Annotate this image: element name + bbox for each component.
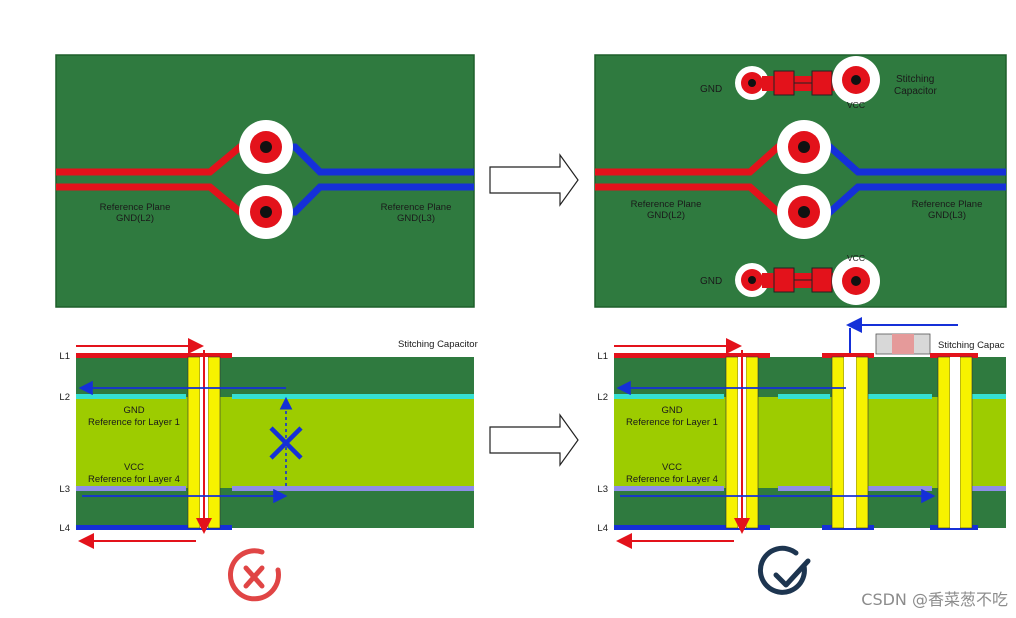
gnd-plane-sub: Reference for Layer 1 [88, 417, 180, 428]
layer-label-l4: L4 [59, 523, 70, 534]
vcc-plane-title: VCC [124, 462, 144, 473]
via-upper [239, 120, 293, 174]
layer-label-l3: L3 [597, 484, 608, 495]
ref-right-line1: Reference Plane [381, 202, 452, 213]
ref-right-line2: GND(L3) [928, 210, 966, 221]
top-right-board: GND VCC Stitching Capacitor Reference Pl… [594, 54, 1007, 308]
layer-label-l1: L1 [59, 351, 70, 362]
gnd-plane-title: GND [123, 405, 144, 416]
stitching-label-line1: Stitching [896, 74, 934, 85]
arrow-right-icon [489, 413, 579, 467]
layer-label-l4: L4 [597, 523, 608, 534]
ref-right-line2: GND(L3) [397, 213, 435, 224]
bad-x-icon [227, 548, 281, 602]
good-check-icon [757, 545, 811, 595]
stitching-capacitor-bottom [735, 257, 880, 305]
gnd-plane-title: GND [661, 405, 682, 416]
ref-left-line1: Reference Plane [100, 202, 171, 213]
layer-label-l1: L1 [597, 351, 608, 362]
vcc-stitching-via [937, 356, 951, 529]
l2-gnd-plane [76, 394, 186, 399]
gnd-top-label: GND [700, 84, 722, 95]
stitching-capacitor-component [875, 333, 931, 355]
blocked-x-icon [269, 426, 303, 460]
stitching-capacitor-top [735, 56, 880, 104]
ref-right-line1: Reference Plane [912, 199, 983, 210]
watermark: CSDN @香菜葱不吃 [861, 590, 1008, 609]
l1-copper [76, 353, 232, 358]
stackup-title: Stitching Capacitor [398, 339, 478, 350]
ref-left-line2: GND(L2) [116, 213, 154, 224]
gnd-bottom-label: GND [700, 276, 722, 287]
layer-label-l2: L2 [59, 392, 70, 403]
via-barrel-left [187, 356, 201, 529]
via-barrel-right [207, 356, 221, 529]
arrow-right-icon [489, 153, 579, 207]
l4-copper [76, 525, 232, 530]
top-left-board: Reference Plane GND(L2) Reference Plane … [55, 54, 475, 308]
vcc-plane-title: VCC [662, 462, 682, 473]
ref-left-line1: Reference Plane [631, 199, 702, 210]
stackup-title: Stitching Capac [938, 340, 1005, 351]
via-lower [777, 185, 831, 239]
stitching-label-line2: Capacitor [894, 86, 937, 97]
gnd-stitching-via [831, 356, 845, 529]
bottom-right-stackup: Stitching Capac [597, 317, 1006, 549]
via-lower [239, 185, 293, 239]
vcc-plane-sub: Reference for Layer 4 [88, 474, 180, 485]
layer-label-l2: L2 [597, 392, 608, 403]
vcc-plane-sub: Reference for Layer 4 [626, 474, 718, 485]
l3-vcc-plane [76, 486, 186, 491]
vcc-top-label: VCC [847, 100, 865, 110]
vcc-bottom-label: VCC [847, 253, 865, 263]
via-upper [777, 120, 831, 174]
layer-label-l3: L3 [59, 484, 70, 495]
gnd-plane-sub: Reference for Layer 1 [626, 417, 718, 428]
ref-left-line2: GND(L2) [647, 210, 685, 221]
bottom-left-stackup: Stitching Capacitor L1 L2 [59, 338, 478, 549]
